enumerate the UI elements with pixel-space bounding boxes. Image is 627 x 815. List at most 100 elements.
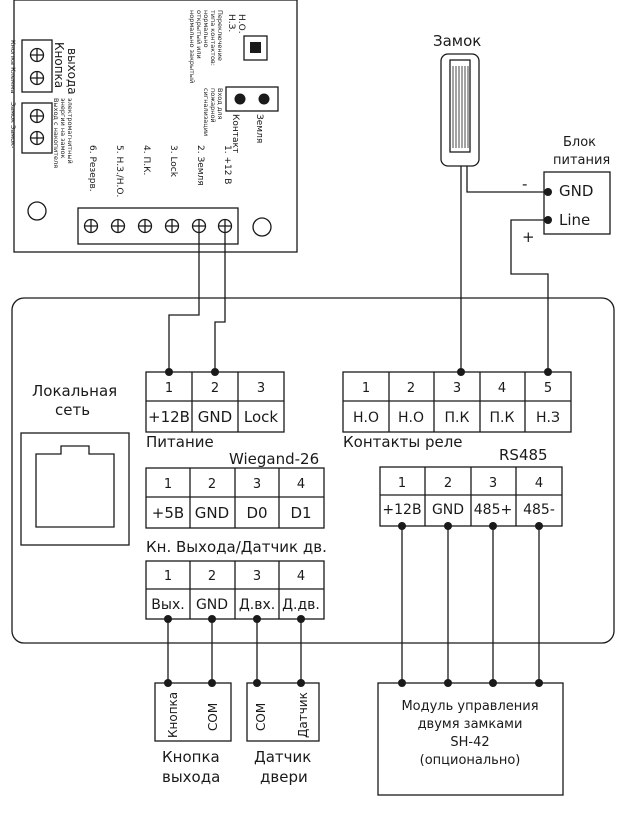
reader-screws [83,218,233,234]
power-pin-3: Lock [244,408,279,426]
fire-caption-1: Вход для [216,88,224,119]
wire-gnd [214,232,226,372]
switch-caption-5: нормально закрытый [188,10,196,83]
terminal-label-6: 6. Резерв. [87,145,97,192]
reader-lock-caption-3: электромагнитный [66,98,74,164]
exit-button-caption-2: выхода [162,768,220,786]
switch-caption-2: типа контактов: [209,10,217,66]
wiegand-terminal-block: Wiegand-26 1 2 3 4 +5В GND D0 D1 [145,450,325,529]
relay-pin-2: Н.О [398,410,424,426]
rs485-terminal-block: RS485 1 2 3 4 +12В GND 485+ 485- [379,446,563,527]
power-block-caption: Питание [146,433,214,451]
door-sensor-pin-1: COM [254,703,268,731]
exit-pin-2: GND [196,597,228,613]
rs485-pin-3: 485+ [474,502,512,518]
exit-button-pin-1: Кнопка [166,692,180,738]
exit-button: Кнопка COM Кнопка выхода [154,682,232,786]
wiegand-title: Wiegand-26 [229,450,319,468]
relay-block-caption: Контакты реле [343,433,463,451]
power-pin-1: +12В [148,408,190,426]
module-sh42: Модуль управления двумя замками SH-42 (о… [377,682,564,796]
door-sensor-caption-2: двери [260,768,308,786]
fire-caption-2: пожарной [209,88,217,123]
wire-exit-sensor [167,619,302,683]
relay-num-5: 5 [544,381,552,396]
relay-pin-5: Н.З [536,410,560,426]
reader-lock-caption-1: Выход с накопителя [52,98,60,168]
wire-lock-gnd [466,166,548,193]
exit-num-1: 1 [164,569,172,584]
switch-caption-1: Переключение [216,10,224,61]
terminal-label-1: 1. +12 В [222,145,232,184]
lock-title: Замок [433,32,481,50]
relay-num-4: 4 [498,381,506,396]
lock: Замок [433,32,481,167]
power-box [543,171,611,235]
power-supply: Блок питания GND Line - + [522,135,611,246]
module-text-1: Модуль управления [401,699,538,714]
power-num-3: 3 [257,381,265,396]
wire-line-relay [510,219,549,372]
relay-num-2: 2 [407,381,415,396]
fire-alarm-jumper [225,86,279,112]
reader-exit-label-2: выхода [65,48,79,95]
power-title-2: питания [553,153,610,168]
terminal-label-5: 5. Н.З./Н.О. [114,145,124,197]
rs485-num-3: 3 [489,476,497,491]
wiegand-num-1: 1 [164,477,172,492]
switch-knob [250,42,261,53]
reader-exit-caption: Кнопка Клемма [9,40,17,94]
exit-pin-4: Д.дв. [282,597,320,613]
reader-terminal-block [77,207,239,245]
power-title-1: Блок [563,135,596,150]
relay-num-1: 1 [362,381,370,396]
power-plus: + [522,228,535,246]
power-terminal-gnd: GND [559,182,593,200]
mounting-hole-right [252,217,272,237]
exit-num-3: 3 [253,569,261,584]
reader-lock-minus-caption: Замок Замок- [9,102,17,149]
power-terminal-block: 1 2 3 +12В GND Lock Питание [145,371,285,451]
controller: Локальная сеть 1 2 3 +12В GND Lock Питан… [11,297,615,644]
switch-label-nc: Н.З. [226,14,236,32]
switch-label-no: Н.О. [236,14,246,34]
contact-label: Контакт [230,114,240,153]
rj45-port [35,445,115,528]
power-num-2: 2 [211,381,219,396]
lock-body [440,53,480,167]
terminal-label-4: 4. П.К. [141,145,151,175]
ground-label: Земля [254,114,264,143]
lock-core [449,59,471,153]
wiegand-pin-3: D0 [246,504,267,522]
exit-block-title: Кн. Выхода/Датчик дв. [146,538,327,556]
wire-12v [168,232,200,372]
wiegand-pin-1: +5В [152,504,184,522]
module-text-3: SH-42 [450,735,489,750]
module-text-4: (опционально) [420,753,521,768]
wiegand-pin-2: GND [195,504,229,522]
exit-pin-3: Д.вх. [239,597,275,613]
wire-rs485 [401,526,540,683]
door-sensor: COM Датчик Датчик двери [246,682,320,786]
wires [164,166,552,687]
mounting-hole-left [27,201,47,221]
power-pin-2: GND [198,408,232,426]
switch-caption-4: открытый или [195,10,203,59]
terminal-label-3: 3. Lock [168,145,178,178]
rj45-socket [20,432,130,546]
relay-pin-4: П.К [490,410,515,426]
power-terminal-line: Line [559,211,590,229]
wiegand-pin-4: D1 [290,504,311,522]
switch-caption-3: нормально [202,10,210,47]
exit-num-4: 4 [297,569,305,584]
rs485-num-1: 1 [398,476,406,491]
exit-button-pin-2: COM [206,703,220,731]
relay-num-3: 3 [453,381,461,396]
wiegand-num-2: 2 [208,477,216,492]
wiegand-num-4: 4 [297,477,305,492]
power-num-1: 1 [165,381,173,396]
module-text-2: двумя замками [418,717,523,732]
wiegand-num-3: 3 [253,477,261,492]
reader-board: Кнопка выхода Кнопка Клемма Выход с нако… [9,0,298,253]
